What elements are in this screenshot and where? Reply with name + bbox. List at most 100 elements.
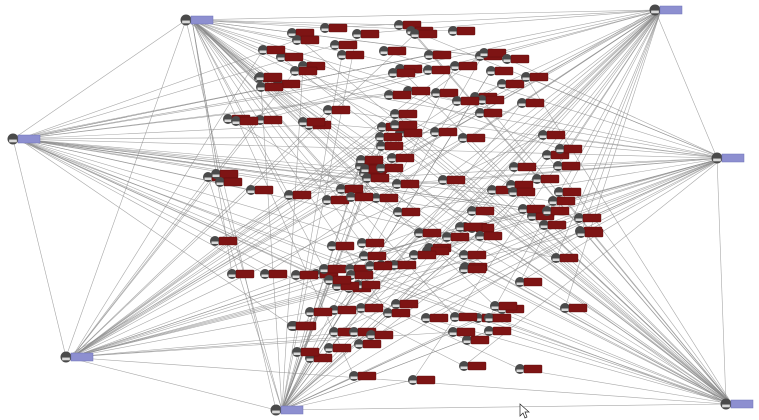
host-node[interactable] <box>421 313 449 323</box>
hub-node[interactable] <box>7 133 41 145</box>
host-node[interactable] <box>408 375 436 385</box>
host-node[interactable] <box>475 231 503 241</box>
host-node[interactable] <box>329 305 357 315</box>
host-node[interactable] <box>538 130 566 140</box>
host-node[interactable] <box>246 185 274 195</box>
host-node[interactable] <box>486 66 514 76</box>
host-node[interactable] <box>349 371 377 381</box>
host-node[interactable] <box>319 264 347 274</box>
host-node[interactable] <box>383 308 411 318</box>
host-node[interactable] <box>551 253 579 263</box>
host-node[interactable] <box>431 88 459 98</box>
host-node[interactable] <box>508 187 536 197</box>
host-node[interactable] <box>430 127 458 137</box>
host-node[interactable] <box>322 195 350 205</box>
host-node[interactable] <box>424 50 452 60</box>
host-node[interactable] <box>376 163 404 173</box>
host-node[interactable] <box>211 169 239 179</box>
host-node[interactable] <box>448 26 476 36</box>
host-node[interactable] <box>327 241 355 251</box>
host-node[interactable] <box>409 250 437 260</box>
host-node[interactable] <box>337 50 365 60</box>
host-node[interactable] <box>548 196 576 206</box>
host-node[interactable] <box>276 52 304 62</box>
host-node[interactable] <box>284 190 312 200</box>
host-node[interactable] <box>414 228 442 238</box>
host-node[interactable] <box>352 29 380 39</box>
hub-node[interactable] <box>711 152 745 164</box>
host-node[interactable] <box>450 312 478 322</box>
host-node[interactable] <box>391 299 419 309</box>
host-node[interactable] <box>384 90 412 100</box>
hub-node[interactable] <box>60 351 94 363</box>
hub-node[interactable] <box>649 4 683 16</box>
host-node[interactable] <box>542 206 570 216</box>
host-node[interactable] <box>560 303 588 313</box>
host-node[interactable] <box>450 61 478 71</box>
host-node[interactable] <box>256 82 284 92</box>
hub-node[interactable] <box>180 14 214 26</box>
host-node[interactable] <box>210 236 238 246</box>
host-node[interactable] <box>390 120 418 130</box>
host-node[interactable] <box>452 96 480 106</box>
host-node[interactable] <box>346 192 374 202</box>
host-node[interactable] <box>490 301 518 311</box>
host-node[interactable] <box>290 66 318 76</box>
host-node[interactable] <box>410 29 438 39</box>
host-node[interactable] <box>448 327 476 337</box>
host-node[interactable] <box>532 174 560 184</box>
host-node[interactable] <box>287 321 315 331</box>
host-node[interactable] <box>292 35 320 45</box>
host-node[interactable] <box>359 251 387 261</box>
host-node[interactable] <box>330 40 358 50</box>
host-node[interactable] <box>518 204 546 214</box>
host-node[interactable] <box>356 303 384 313</box>
host-node[interactable] <box>287 28 315 38</box>
host-node[interactable] <box>438 175 466 185</box>
host-node[interactable] <box>354 339 382 349</box>
host-node[interactable] <box>362 173 390 183</box>
hub-node[interactable] <box>270 404 304 416</box>
host-node[interactable] <box>389 260 417 270</box>
host-node[interactable] <box>392 179 420 189</box>
host-node[interactable] <box>553 161 581 171</box>
host-node[interactable] <box>258 45 286 55</box>
host-node[interactable] <box>576 228 604 238</box>
host-node[interactable] <box>554 187 582 197</box>
host-node[interactable] <box>539 220 567 230</box>
host-node[interactable] <box>497 79 525 89</box>
host-node[interactable] <box>477 95 505 105</box>
host-node[interactable] <box>255 115 283 125</box>
host-node[interactable] <box>305 307 333 317</box>
host-node[interactable] <box>387 153 415 163</box>
host-node[interactable] <box>459 361 487 371</box>
host-node[interactable] <box>517 98 545 108</box>
host-node[interactable] <box>320 23 348 33</box>
host-node[interactable] <box>291 270 319 280</box>
hub-node[interactable] <box>720 398 754 410</box>
host-node[interactable] <box>484 326 512 336</box>
host-node[interactable] <box>475 108 503 118</box>
host-node[interactable] <box>442 232 470 242</box>
host-node[interactable] <box>324 343 352 353</box>
host-node[interactable] <box>323 105 351 115</box>
host-node[interactable] <box>375 132 403 142</box>
host-node[interactable] <box>366 330 394 340</box>
host-node[interactable] <box>393 207 421 217</box>
host-node[interactable] <box>365 261 393 271</box>
host-node[interactable] <box>292 347 320 357</box>
host-node[interactable] <box>356 155 384 165</box>
host-node[interactable] <box>231 116 259 126</box>
host-node[interactable] <box>455 222 483 232</box>
host-node[interactable] <box>376 141 404 151</box>
host-node[interactable] <box>371 193 399 203</box>
host-node[interactable] <box>574 213 602 223</box>
host-node[interactable] <box>423 65 451 75</box>
host-node[interactable] <box>227 269 255 279</box>
host-node[interactable] <box>388 68 416 78</box>
host-node[interactable] <box>298 117 326 127</box>
host-node[interactable] <box>515 277 543 287</box>
host-node[interactable] <box>324 275 352 285</box>
host-node[interactable] <box>390 109 418 119</box>
